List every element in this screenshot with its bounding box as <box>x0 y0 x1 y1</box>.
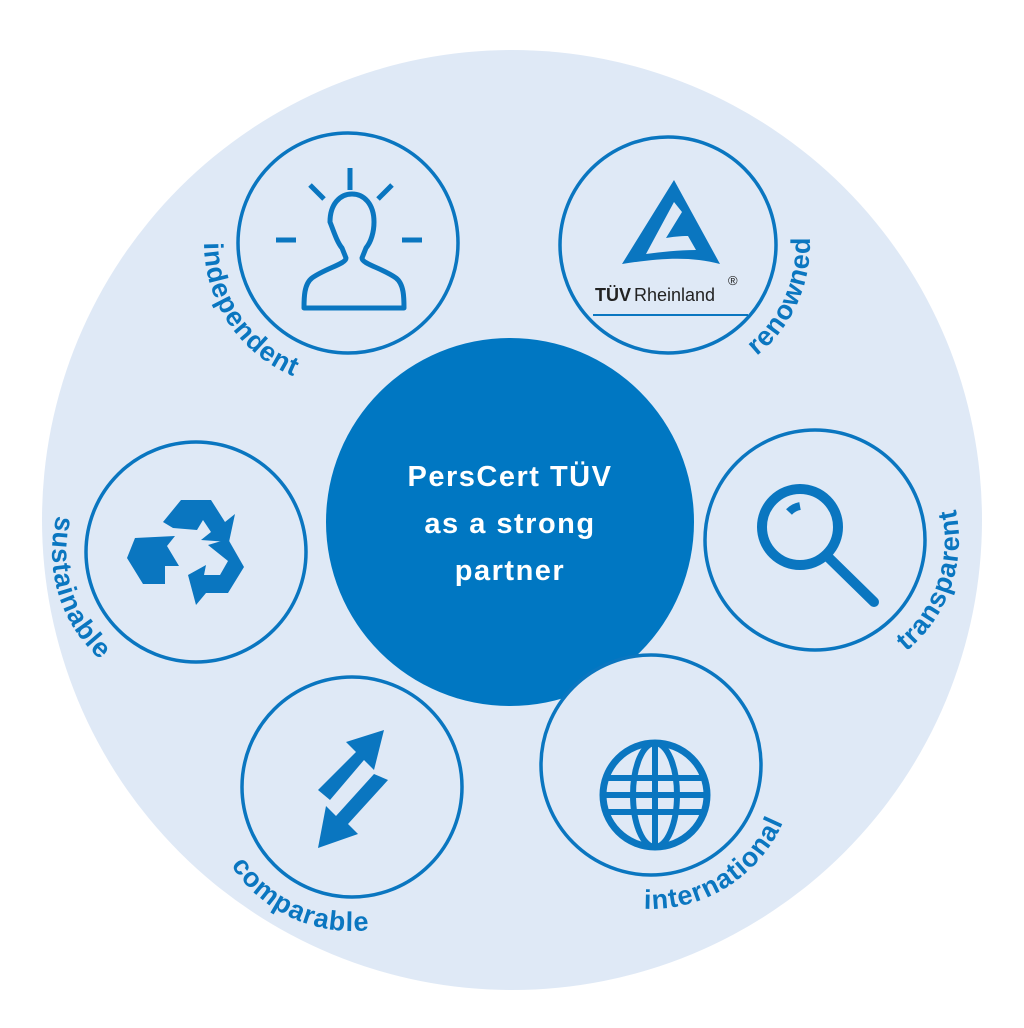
globe-icon <box>599 739 711 851</box>
ring <box>703 428 927 652</box>
attribute-transparent: transparent <box>703 428 964 656</box>
ring <box>236 131 460 355</box>
center-text: PersCert TÜV as a strong partner <box>408 460 613 587</box>
recycle-icon <box>127 500 244 605</box>
center-line-1: PersCert TÜV <box>408 460 613 493</box>
center-circle <box>326 338 694 706</box>
center-line-2: as a strong <box>424 508 595 540</box>
ring <box>84 440 308 664</box>
ring <box>240 675 464 899</box>
attribute-international: international <box>539 653 788 915</box>
logo-registered: ® <box>728 273 738 288</box>
logo-brand-regular: Rheinland <box>634 285 715 305</box>
exchange-arrows-icon <box>318 730 388 848</box>
magnifier-icon <box>757 484 879 607</box>
logo-brand-bold: TÜV <box>595 285 631 305</box>
person-with-rays-icon <box>276 168 422 311</box>
ring <box>558 135 778 355</box>
ring <box>539 653 763 877</box>
center-line-3: partner <box>455 555 565 587</box>
attribute-independent: independent <box>198 131 460 382</box>
tuv-rheinland-logo-icon: TÜV Rheinland ® <box>593 180 748 316</box>
